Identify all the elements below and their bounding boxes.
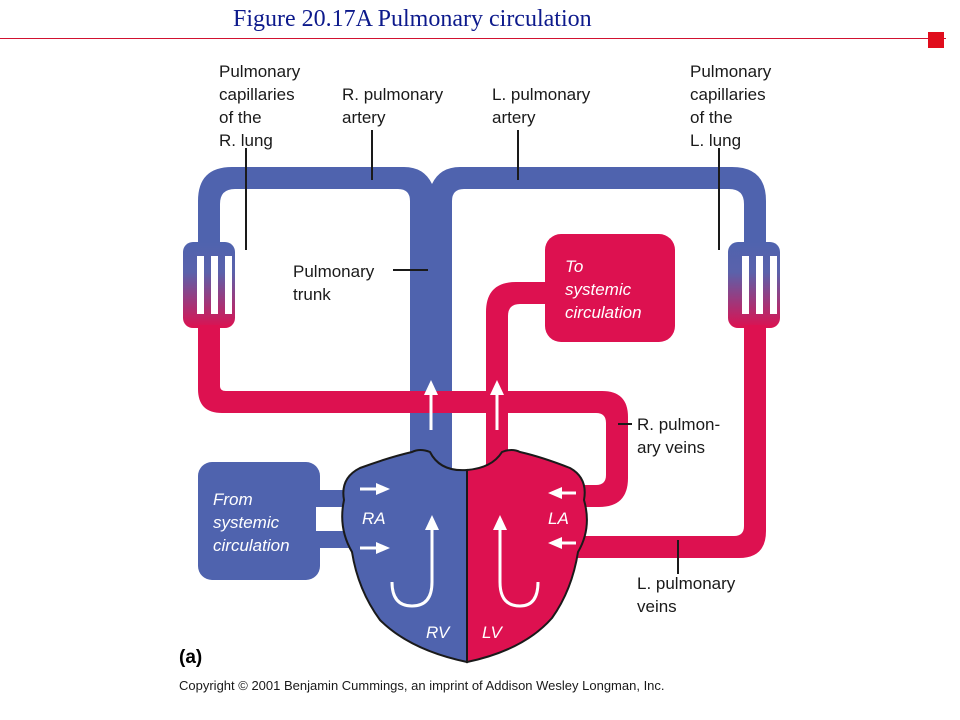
arrow-ra-in-2-icon: [360, 542, 390, 554]
label-pulmonary-capillaries-r-lung: Pulmonary capillaries of the R. lung: [219, 62, 305, 150]
leader-lines: [245, 130, 720, 574]
arrow-ra-in-1-icon: [360, 483, 390, 495]
capillary-bed-right-lung: [183, 242, 235, 328]
arrow-aorta-up-icon: [490, 380, 504, 430]
copyright-notice: Copyright © 2001 Benjamin Cummings, an i…: [179, 678, 665, 693]
label-pulmonary-trunk: Pulmonary trunk: [293, 262, 379, 304]
label-rv: RV: [426, 623, 451, 642]
vena-cava: [198, 462, 360, 580]
label-l-pulmonary-veins: L. pulmonary veins: [637, 574, 740, 616]
arrow-la-in-1-icon: [548, 487, 576, 499]
arrow-trunk-up-icon: [424, 380, 438, 430]
to-systemic-box: [545, 234, 675, 342]
slide-title: Figure 20.17A Pulmonary circulation: [233, 6, 592, 32]
left-heart: [466, 449, 588, 664]
label-r-pulmonary-artery: R. pulmonary artery: [342, 85, 448, 127]
l-pulmonary-vein: [560, 325, 766, 558]
corner-accent-square: [928, 32, 944, 48]
right-heart: [341, 449, 468, 664]
arrow-lv-uturn-icon: [493, 515, 540, 608]
arrow-rv-uturn-icon: [390, 515, 439, 608]
label-lv: LV: [482, 623, 504, 642]
label-l-pulmonary-artery: L. pulmonary artery: [492, 85, 595, 127]
label-to-systemic-circulation: To systemic circulation: [565, 257, 642, 322]
arrow-la-in-2-icon: [548, 537, 576, 549]
aorta: [486, 282, 548, 470]
label-from-systemic-circulation: From systemic circulation: [213, 490, 290, 555]
heart: [341, 449, 588, 664]
capillary-bed-left-lung: [728, 242, 780, 328]
label-r-pulmonary-veins: R. pulmon- ary veins: [637, 415, 725, 457]
label-la: LA: [548, 509, 569, 528]
label-pulmonary-capillaries-l-lung: Pulmonary capillaries of the L. lung: [690, 62, 776, 150]
panel-letter: (a): [179, 647, 202, 668]
label-ra: RA: [362, 509, 386, 528]
flow-arrows: [360, 380, 576, 608]
title-divider: [0, 38, 946, 39]
